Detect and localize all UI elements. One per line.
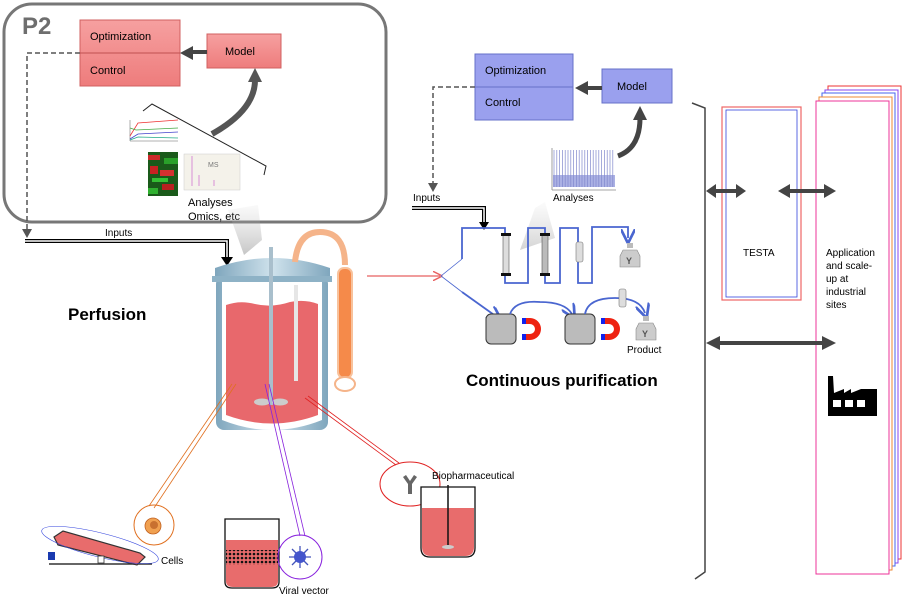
section-bracket (691, 102, 706, 580)
biopharmaceutical-vessel (420, 485, 476, 558)
perfusion-tube (292, 228, 348, 266)
control-dashed-line-purif (432, 86, 475, 185)
split-flow (440, 258, 463, 293)
magnetic-separator-1 (485, 313, 517, 345)
cells-label: Cells (161, 556, 183, 567)
cells-callout (133, 504, 175, 546)
viral-vector-callout (277, 534, 323, 580)
model-label-p2: Model (225, 46, 255, 58)
antibody-icon (403, 475, 417, 494)
viral-vector-label: Viral vector (279, 586, 330, 597)
flow-to-magnet-1 (461, 291, 497, 317)
arrowhead (221, 257, 233, 266)
purification-title: Continuous purification (466, 371, 658, 390)
factory-icon (828, 376, 877, 416)
magnetic-separator-2 (564, 313, 596, 345)
magnet-icon (524, 318, 541, 340)
arrowhead (22, 229, 32, 238)
application-stack[interactable]: Application and scale- up at industrial … (815, 85, 902, 575)
testa-label: TESTA (743, 248, 775, 259)
stirrer-shaft (269, 247, 273, 405)
control-dashed-line-p2 (26, 52, 80, 230)
column-1 (502, 234, 510, 276)
analyses-to-model-arrow (210, 79, 258, 137)
double-arrow-testa-application (778, 184, 836, 198)
p2-panel: P2 Optimization Control Model (2, 2, 388, 238)
virus-icon (289, 546, 311, 568)
model-label-purif: Model (617, 81, 647, 93)
inputs-line-purif (412, 206, 486, 224)
biopharmaceutical-callout (379, 461, 441, 507)
filter-1 (575, 241, 584, 263)
flow-to-product (584, 297, 645, 314)
application-line-5: sites (826, 300, 847, 311)
model-box-p2[interactable] (206, 33, 282, 69)
cell-culture-bag (41, 526, 159, 566)
viral-vector-vessel (224, 518, 280, 589)
mini-line-chart (129, 119, 179, 142)
control-label-p2: Control (90, 65, 125, 77)
analyses-to-model-arrow-purif (617, 117, 643, 159)
double-arrow-left-testa (706, 184, 746, 198)
arrowhead (180, 46, 193, 60)
inputs-label-left: Inputs (105, 228, 132, 239)
p2-label: P2 (22, 13, 51, 40)
optimization-label-p2: Optimization (90, 31, 151, 43)
filter-2 (618, 288, 627, 308)
inputs-label-purif: Inputs (413, 193, 440, 204)
column-2 (541, 234, 549, 276)
biopharmaceutical-label: Biopharmaceutical (432, 471, 514, 482)
cell-retention-device (337, 267, 353, 379)
analyses-bracket (142, 103, 267, 176)
arrowhead (479, 222, 489, 230)
inputs-line-left (25, 239, 229, 258)
ms-label: MS (208, 162, 219, 169)
application-line-2: and scale- (826, 261, 872, 272)
product-bottle-1: Y (619, 243, 641, 268)
heatmap-thumbnail (148, 152, 178, 196)
analyses-label-p2: Analyses (188, 197, 233, 209)
purification-panel: Optimization Control Model Analyses Inpu… (412, 53, 673, 390)
callout-lines (148, 383, 400, 537)
optimization-label-purif: Optimization (485, 65, 546, 77)
arrowhead (248, 68, 262, 82)
sampling-beam-p2 (228, 205, 262, 255)
perfusion-title: Perfusion (68, 305, 146, 324)
product-bottle-2: Y (635, 316, 657, 341)
svg-text:Y: Y (626, 256, 632, 266)
product-label: Product (627, 345, 662, 356)
analyses-label-purif: Analyses (553, 193, 594, 204)
arrowhead (428, 183, 438, 192)
ms-spectrum-thumbnail: MS (183, 153, 241, 191)
testa-box[interactable]: TESTA (721, 106, 802, 301)
flow-to-magnet-2 (509, 300, 572, 314)
p2-frame (2, 2, 388, 224)
model-box-purif[interactable] (601, 68, 673, 104)
double-arrow-application (706, 336, 836, 350)
bioreactor (212, 228, 356, 430)
arrowhead (633, 106, 647, 120)
arrowhead (575, 81, 588, 95)
omics-label-p2: Omics, etc (188, 211, 240, 223)
application-line-3: up at (826, 274, 848, 285)
svg-text:Y: Y (642, 329, 648, 339)
sampling-beam-purif (520, 202, 555, 250)
application-line-1: Application (826, 248, 875, 259)
chromatogram-thumbnail (551, 148, 616, 191)
control-label-purif: Control (485, 97, 520, 109)
inputs-line-inner (25, 240, 228, 258)
magnet-icon (603, 318, 620, 340)
application-line-4: industrial (826, 287, 866, 298)
inputs-line-inner (412, 207, 485, 224)
